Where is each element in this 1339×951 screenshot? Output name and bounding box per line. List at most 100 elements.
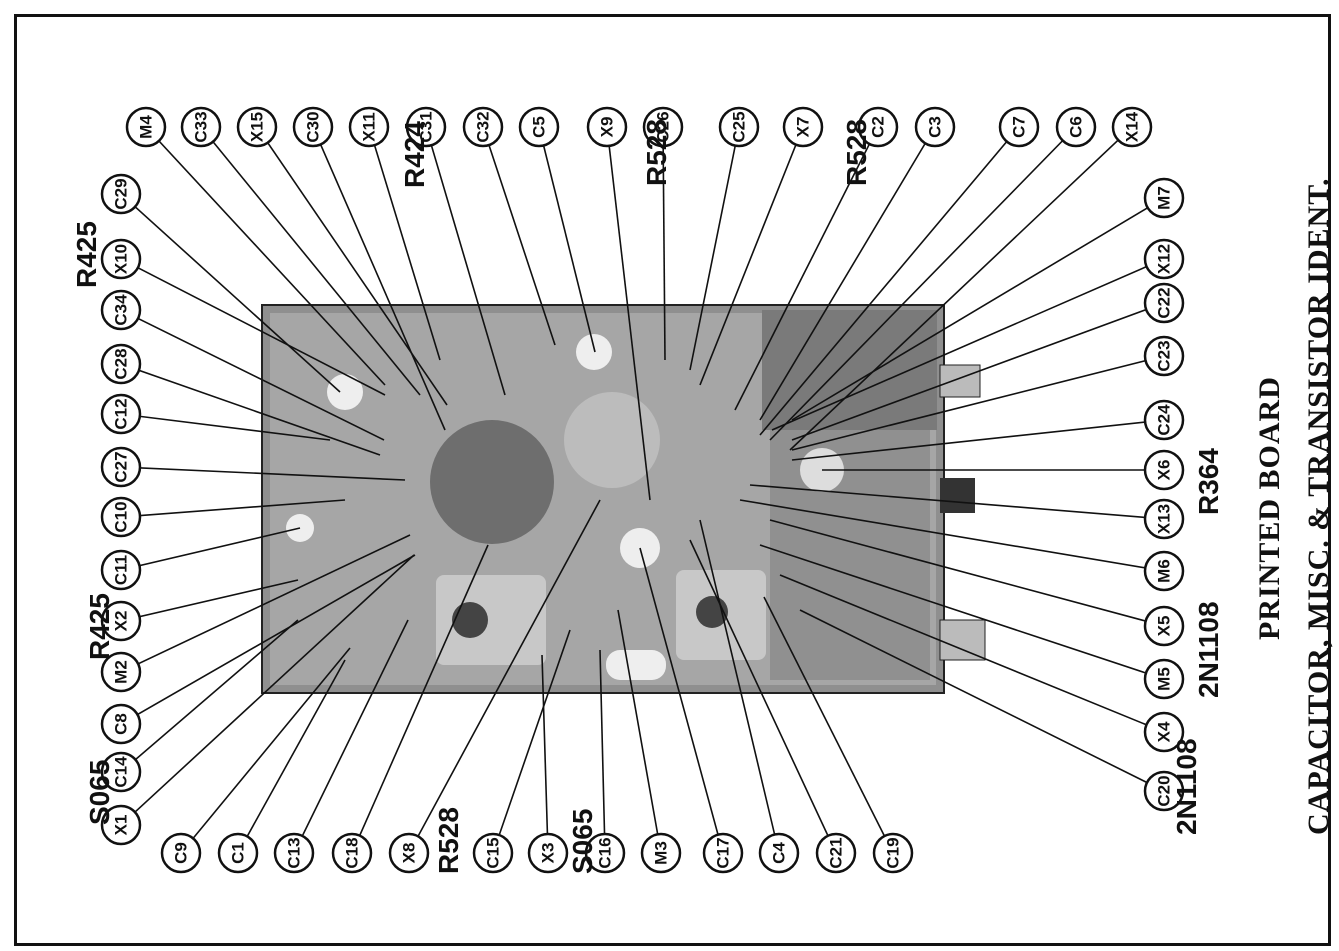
callout-c4: C4 [758, 832, 800, 874]
callout-label-x10: X10 [112, 244, 131, 274]
callout-label-c28: C28 [112, 348, 131, 379]
leader-line-c14 [120, 619, 299, 773]
callout-circle [758, 832, 800, 874]
callout-circle [1143, 658, 1185, 700]
callout-label-c21: C21 [827, 837, 846, 868]
callout-label-x1: X1 [112, 815, 131, 836]
leader-line-c12 [120, 413, 331, 441]
callout-circle [1143, 449, 1185, 491]
leader-line-c21 [689, 539, 837, 854]
callout-c29: C29 [100, 173, 142, 215]
leader-line-c1 [237, 659, 346, 854]
callout-label-x15: X15 [248, 112, 267, 142]
callout-circle [292, 106, 334, 148]
leader-line-c24 [791, 419, 1165, 461]
callout-circle [100, 804, 142, 846]
callout-label-c2: C2 [869, 116, 888, 138]
callout-label-c4: C4 [770, 842, 789, 864]
callout-c16: C16 [584, 832, 626, 874]
callout-label-c29: C29 [112, 178, 131, 209]
callout-circle [217, 832, 259, 874]
callout-label-x12: X12 [1155, 244, 1174, 274]
callout-x1: X1 [100, 804, 142, 846]
callout-c15: C15 [472, 832, 514, 874]
note-r528-b: R528 [841, 119, 872, 186]
leader-line-m4 [145, 126, 386, 386]
callout-c25: C25 [718, 106, 760, 148]
leader-line-c4 [699, 519, 780, 854]
callout-label-c16: C16 [596, 837, 615, 868]
callout-x9: X9 [586, 106, 628, 148]
leader-line-m7 [791, 197, 1165, 421]
callout-c28: C28 [100, 343, 142, 385]
leader-line-x1 [120, 554, 415, 826]
callout-circle [1055, 106, 1097, 148]
callout-circle [872, 832, 914, 874]
callout-label-c6: C6 [1067, 116, 1086, 138]
callout-c31: C31 [405, 106, 447, 148]
callout-c23: C23 [1143, 335, 1185, 377]
callout-c14: C14 [100, 751, 142, 793]
circuit-board-image [261, 304, 986, 694]
callout-label-x8: X8 [400, 843, 419, 864]
callout-c3: C3 [914, 106, 956, 148]
callout-circle [1143, 711, 1185, 753]
leader-line-c28 [120, 363, 381, 456]
leader-line-x11 [368, 126, 441, 361]
callout-label-x5: X5 [1155, 616, 1174, 637]
callout-label-c3: C3 [926, 116, 945, 138]
leader-line-m6 [739, 499, 1165, 572]
leader-line-m5 [759, 544, 1165, 680]
leader-lines [120, 126, 1165, 854]
callout-label-c13: C13 [285, 837, 304, 868]
callout-circle [348, 106, 390, 148]
callout-circle [100, 343, 142, 385]
leader-line-x9 [606, 126, 651, 501]
callout-c33: C33 [180, 106, 222, 148]
callout-circle [998, 106, 1040, 148]
callout-circle [180, 106, 222, 148]
callout-circle [236, 106, 278, 148]
callout-label-c25: C25 [730, 111, 749, 142]
note-r528-a: R528 [641, 119, 672, 186]
callout-label-c23: C23 [1155, 340, 1174, 371]
leader-line-m3 [617, 609, 662, 854]
callout-label-c19: C19 [884, 837, 903, 868]
callout-m5: M5 [1143, 658, 1185, 700]
callout-label-m7: M7 [1155, 186, 1174, 210]
leader-line-c8 [120, 554, 416, 725]
callout-circle [1143, 238, 1185, 280]
note-r528-bottom: R528 [433, 807, 464, 874]
callout-c32: C32 [462, 106, 504, 148]
callout-label-x14: X14 [1123, 111, 1142, 142]
callout-label-c12: C12 [112, 398, 131, 429]
leader-line-c30 [312, 126, 446, 431]
note-2n1108-b: 2N1108 [1171, 738, 1202, 835]
leader-line-c16 [599, 649, 606, 854]
note-r364: R364 [1193, 448, 1224, 515]
callout-label-c24: C24 [1155, 404, 1174, 436]
callout-circle [388, 832, 430, 874]
callout-c24: C24 [1143, 399, 1185, 441]
callout-label-c31: C31 [417, 111, 436, 142]
leader-line-x2 [120, 579, 299, 622]
callout-label-m5: M5 [1155, 667, 1174, 691]
callout-circle [100, 496, 142, 538]
callout-circle [462, 106, 504, 148]
callout-circle [100, 393, 142, 435]
callout-x7: X7 [782, 106, 824, 148]
leader-line-c31 [425, 126, 506, 396]
callout-x2: X2 [100, 600, 142, 642]
callout-x15: X15 [236, 106, 278, 148]
callout-c19: C19 [872, 832, 914, 874]
note-r424: R424 [399, 121, 430, 188]
callout-m7: M7 [1143, 177, 1185, 219]
note-r425-top: R425 [71, 221, 102, 288]
callout-x4: X4 [1143, 711, 1185, 753]
leader-line-c17 [639, 547, 724, 854]
leader-line-c10 [120, 499, 346, 518]
callout-circle [718, 106, 760, 148]
leader-line-c2 [734, 126, 879, 411]
leader-line-x12 [771, 258, 1165, 431]
